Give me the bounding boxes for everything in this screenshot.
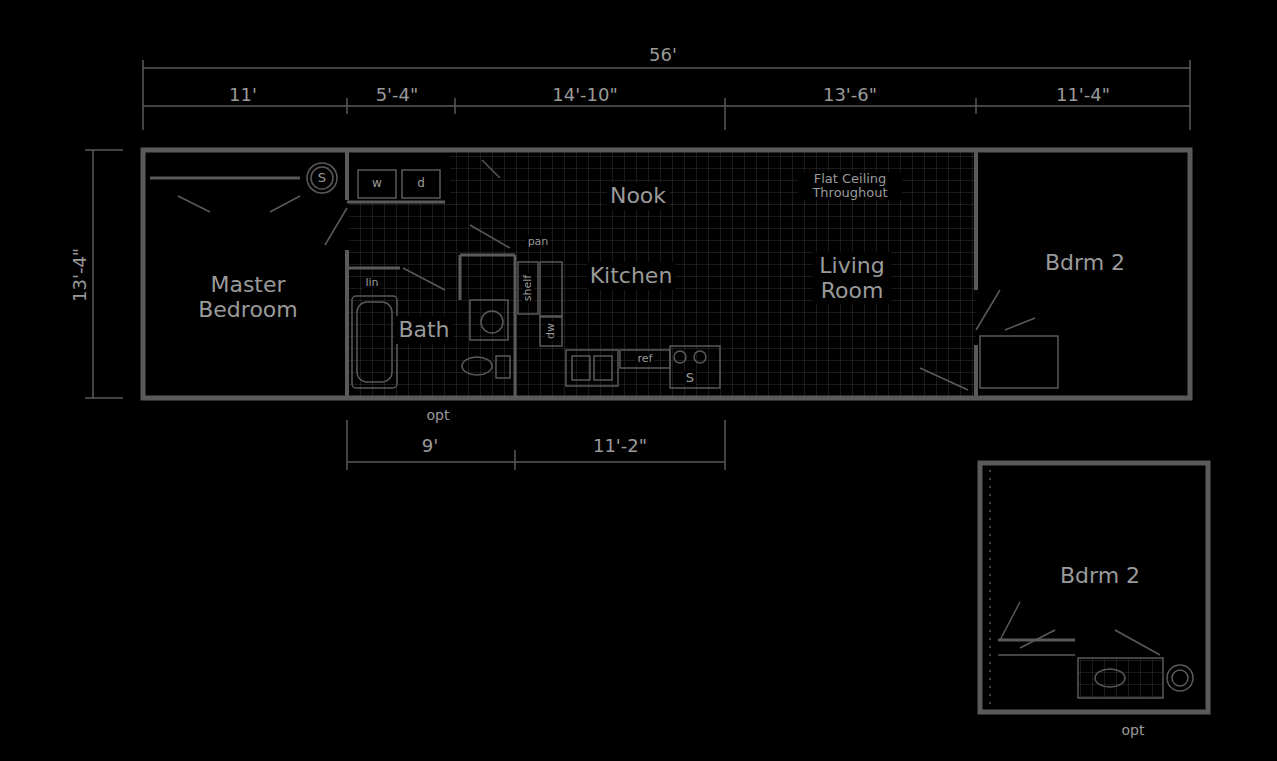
fixture-label: lin [363, 277, 380, 289]
dimension-label: 56' [647, 45, 679, 65]
dimension-label: 14'-10" [550, 85, 620, 105]
room-area: Master Bedroom [145, 152, 347, 396]
dimension-label: 5'-4" [374, 85, 421, 105]
dimension-label: 13'-6" [821, 85, 879, 105]
dimension-label: 11'-4" [1054, 85, 1112, 105]
fixture-label: w [370, 177, 384, 190]
fixture-label: S [684, 371, 696, 385]
room-name: Living Room [813, 252, 891, 305]
room-name: Kitchen [587, 262, 676, 289]
room-name: Bdrm 2 [1042, 249, 1128, 276]
dimension-label: 11'-2" [591, 436, 649, 456]
room-area: Kitchen [565, 242, 715, 312]
room-name: Nook [607, 182, 669, 209]
room-area: Bdrm 2 [985, 500, 1205, 630]
dimension-label: 13'-4" [70, 246, 90, 304]
fixture-label: ref [636, 353, 655, 365]
fixture-label: shelf [522, 273, 534, 303]
room-area: Living Room [790, 230, 915, 330]
dimension-label: 9' [420, 436, 440, 456]
dimension-label: opt [425, 408, 452, 423]
note-text: Flat Ceiling Throughout [798, 172, 902, 201]
room-name: Bdrm 2 [1057, 562, 1143, 589]
room-area: Bdrm 2 [1000, 200, 1180, 320]
dimension-label: 11' [227, 85, 259, 105]
fixture-label: S [316, 171, 328, 185]
fixture-label: d [415, 177, 427, 190]
fixture-label: dw [545, 321, 557, 341]
room-name: Bath [395, 316, 452, 343]
room-area: Nook [560, 152, 720, 240]
fixture-label: pan [526, 236, 551, 248]
room-name: Master Bedroom [175, 271, 321, 324]
dimension-label: opt [1120, 723, 1147, 738]
